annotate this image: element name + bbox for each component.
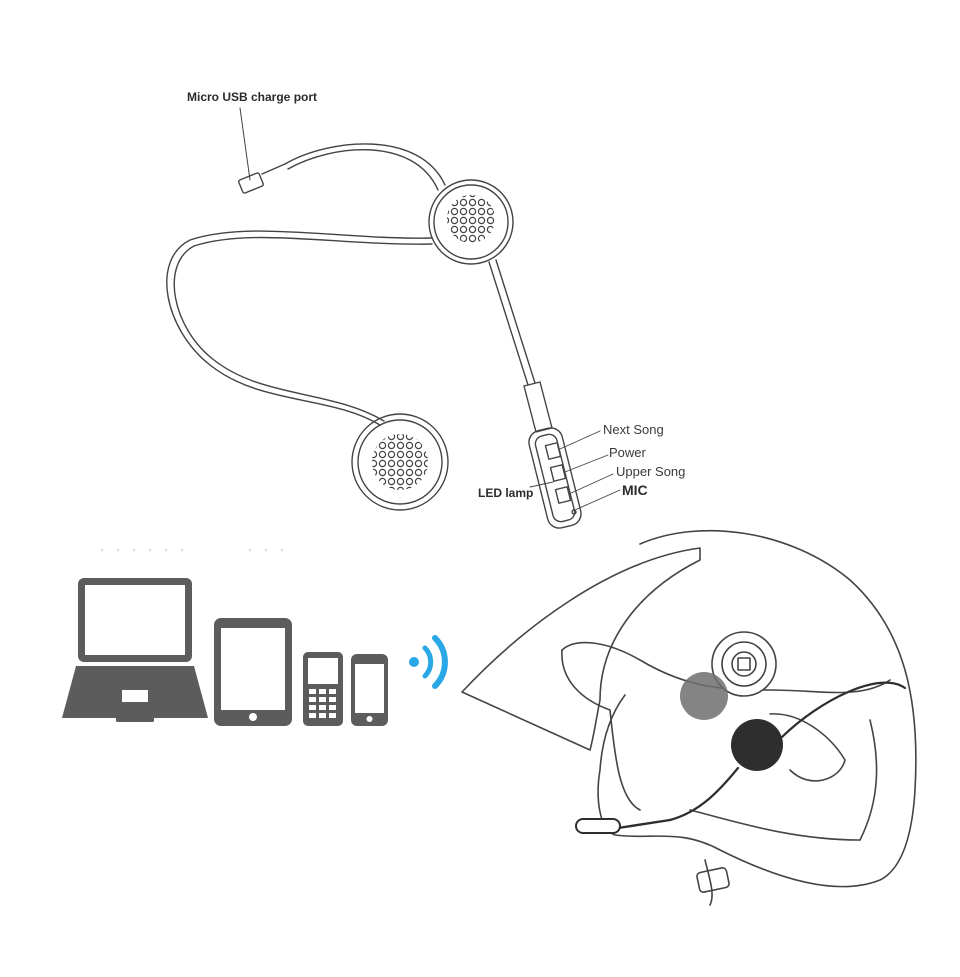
power-label: Power xyxy=(609,445,646,460)
helmet-speaker-upper xyxy=(680,672,728,720)
helmet-icon xyxy=(461,529,917,906)
usb-port-label: Micro USB charge port xyxy=(187,90,318,104)
upper-song-label: Upper Song xyxy=(616,464,686,479)
visor-pivot xyxy=(711,631,777,697)
usb-cable xyxy=(284,143,446,186)
mic-hole xyxy=(571,509,577,515)
feature-phone-icon xyxy=(303,652,343,726)
led-lamp-label: LED lamp xyxy=(478,486,534,500)
smartphone-icon xyxy=(351,654,388,726)
next-song-button[interactable] xyxy=(544,442,562,460)
helmet-shell xyxy=(597,529,917,888)
helmet-visor xyxy=(461,547,701,751)
power-button[interactable] xyxy=(549,464,567,482)
right-speaker xyxy=(428,179,514,265)
helmet-cable xyxy=(668,681,907,822)
wireless-signal-icon xyxy=(409,635,448,689)
mic-label: MIC xyxy=(622,482,648,498)
next-song-label: Next Song xyxy=(603,422,664,437)
left-speaker xyxy=(351,413,449,511)
helmet-mic-boom xyxy=(575,818,672,834)
tablet-icon xyxy=(214,618,292,726)
usb-leader-line xyxy=(239,107,251,181)
label-leaders xyxy=(529,430,621,511)
headset-diagram xyxy=(166,107,621,529)
laptop-icon xyxy=(62,578,208,722)
remote-control xyxy=(523,381,582,529)
divider-dots xyxy=(100,548,284,552)
upper-song-button[interactable] xyxy=(554,486,572,504)
helmet-speaker-lower xyxy=(731,719,783,771)
remote-boom xyxy=(488,261,529,386)
usb-connector xyxy=(238,163,286,194)
speaker-cable xyxy=(166,230,433,426)
